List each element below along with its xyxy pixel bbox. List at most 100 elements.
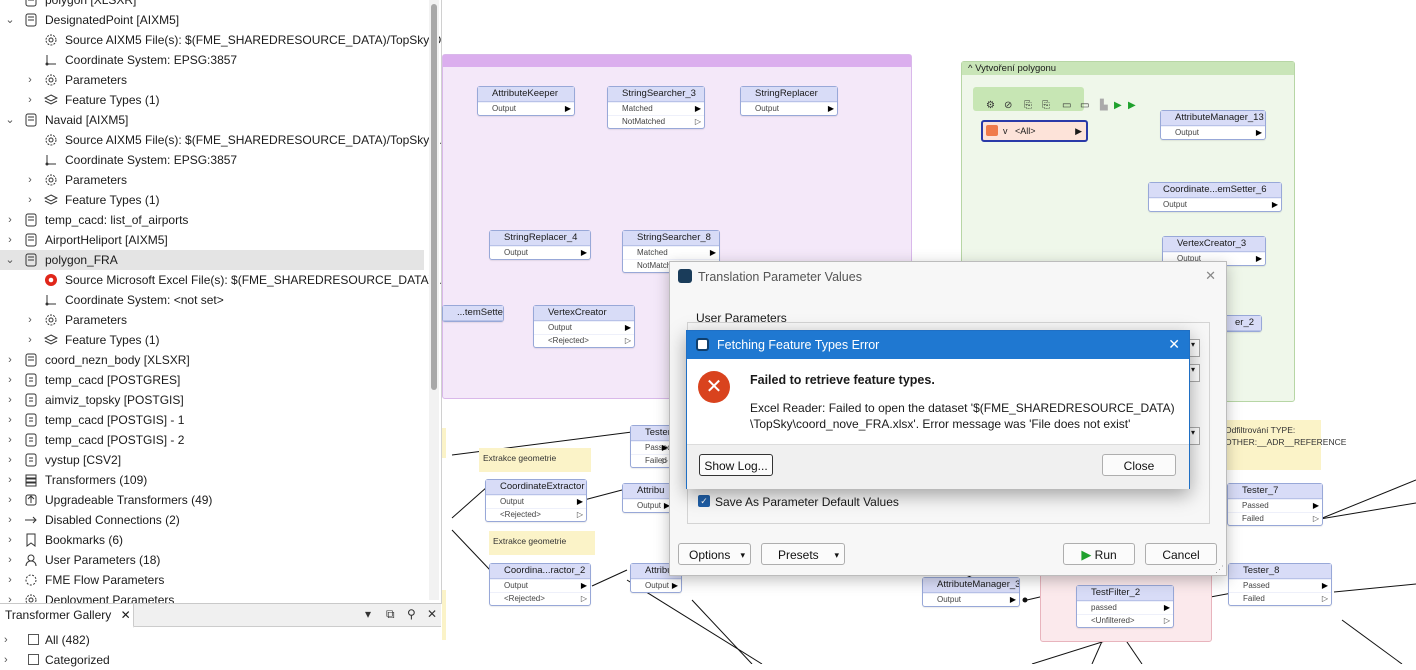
tree-item[interactable]: polygon [XLSXR]	[0, 0, 424, 10]
output-port-icon[interactable]: ▶	[1075, 126, 1082, 136]
resize-grip-icon[interactable]: ⋰	[1215, 564, 1224, 574]
tree-item[interactable]: Source Microsoft Excel File(s): $(FME_SH…	[0, 270, 441, 290]
chevron-down-icon[interactable]: v	[1003, 126, 1008, 136]
chevron-right-icon[interactable]: ›	[8, 414, 12, 426]
chevron-right-icon[interactable]: ›	[8, 494, 12, 506]
folder-icon[interactable]: ▭	[1062, 100, 1072, 111]
transformer-node[interactable]: ...temSetter	[442, 305, 504, 322]
chevron-right-icon[interactable]: ›	[28, 94, 32, 106]
chevron-right-icon[interactable]: ›	[28, 314, 32, 326]
gallery-item-all[interactable]: › All (482)	[0, 630, 440, 650]
options-button[interactable]: Options ▾	[678, 543, 751, 565]
tree-item[interactable]: Coordinate System: <not set>	[0, 290, 424, 310]
output-port[interactable]: Failed	[1228, 512, 1322, 525]
duplicate-icon[interactable]: ⎘	[1042, 100, 1050, 111]
chevron-down-icon[interactable]: ⌄	[5, 14, 15, 26]
transformer-node[interactable]: StringSearcher_8MatchedNotMatched	[622, 230, 720, 273]
chevron-right-icon[interactable]: ›	[4, 654, 8, 666]
tree-item[interactable]: ›temp_cacd: list_of_airports	[0, 210, 424, 230]
transformer-node[interactable]: er_2	[1220, 315, 1262, 332]
tree-item[interactable]: ›temp_cacd [POSTGRES]	[0, 370, 424, 390]
chevron-right-icon[interactable]: ›	[8, 534, 12, 546]
close-icon[interactable]: ✕	[1168, 336, 1180, 352]
tree-item[interactable]: ›Disabled Connections (2)	[0, 510, 424, 530]
bookmark-header[interactable]: ^ Vytvoření polygonu	[962, 62, 1294, 75]
chevron-right-icon[interactable]: ›	[28, 194, 32, 206]
cache-icon[interactable]: ▙	[1100, 100, 1108, 111]
chevron-right-icon[interactable]: ›	[8, 574, 12, 586]
chevron-right-icon[interactable]: ›	[8, 474, 12, 486]
tree-item[interactable]: ›AirportHeliport [AIXM5]	[0, 230, 424, 250]
tree-item[interactable]: ›User Parameters (18)	[0, 550, 424, 570]
tree-item[interactable]: Source AIXM5 File(s): $(FME_SHAREDRESOUR…	[0, 30, 441, 50]
output-port[interactable]: Output	[623, 499, 673, 512]
annotation[interactable]: Odfiltrování TYPE: OTHER:__ADR__REFERENC…	[1221, 420, 1346, 470]
tree-item[interactable]: ›Transformers (109)	[0, 470, 424, 490]
show-log-button[interactable]: Show Log...	[699, 454, 773, 476]
gear-icon[interactable]: ⚙	[986, 100, 995, 111]
tree-item[interactable]: ›temp_cacd [POSTGIS] - 1	[0, 410, 424, 430]
annotation-strip[interactable]	[442, 590, 446, 640]
tree-item[interactable]: Source AIXM5 File(s): $(FME_SHAREDRESOUR…	[0, 130, 441, 150]
tree-item[interactable]: ›Deployment Parameters	[0, 590, 424, 604]
output-port[interactable]: Output	[486, 495, 586, 508]
chevron-right-icon[interactable]: ›	[8, 354, 12, 366]
chevron-down-icon[interactable]: ⌄	[5, 114, 15, 126]
navigator-scrollbar-thumb[interactable]	[431, 4, 437, 390]
output-port[interactable]: Failed	[1229, 592, 1331, 605]
annotation[interactable]: Extrakce geometrie	[479, 448, 591, 472]
output-port[interactable]: Passed	[1228, 499, 1322, 512]
tree-item[interactable]: ⌄polygon_FRA	[0, 250, 424, 270]
navigator-scrollbar[interactable]	[429, 0, 439, 600]
output-port[interactable]: Passed	[1229, 579, 1331, 592]
output-port[interactable]: Matched	[623, 246, 719, 259]
close-icon[interactable]: ✕	[1205, 268, 1216, 283]
tree-item[interactable]: Coordinate System: EPSG:3857	[0, 150, 424, 170]
gallery-item-categorized[interactable]: › Categorized	[0, 650, 440, 670]
chevron-right-icon[interactable]: ›	[8, 554, 12, 566]
output-port[interactable]: Passed	[631, 441, 672, 454]
tree-item[interactable]: ›aimviz_topsky [POSTGIS]	[0, 390, 424, 410]
run-to-icon[interactable]: ▶	[1114, 100, 1122, 111]
tree-item[interactable]: ›coord_nezn_body [XLSXR]	[0, 350, 424, 370]
chevron-down-icon[interactable]: ⌄	[5, 254, 15, 266]
tree-item[interactable]: Coordinate System: EPSG:3857	[0, 50, 424, 70]
tree-item[interactable]: ›Feature Types (1)	[0, 90, 424, 110]
output-port[interactable]: Output	[631, 579, 681, 592]
tree-item[interactable]: ›Bookmarks (6)	[0, 530, 424, 550]
chevron-right-icon[interactable]: ›	[8, 394, 12, 406]
close-button[interactable]: Close	[1102, 454, 1176, 476]
disable-icon[interactable]: ⊘	[1004, 100, 1013, 111]
error-dialog-titlebar[interactable]	[687, 331, 1189, 359]
output-port[interactable]: Output	[490, 579, 590, 592]
tree-item[interactable]: ›temp_cacd [POSTGIS] - 2	[0, 430, 424, 450]
output-port[interactable]: Output	[1149, 198, 1281, 211]
chevron-right-icon[interactable]: ›	[28, 74, 32, 86]
output-port[interactable]: Output	[1163, 252, 1265, 265]
pin-icon[interactable]: ⚲	[407, 607, 416, 621]
collapse-icon[interactable]: ^	[968, 63, 973, 74]
output-port[interactable]: <Rejected>	[486, 508, 586, 521]
chevron-right-icon[interactable]: ›	[8, 214, 12, 226]
run-button[interactable]: ▶ Run	[1063, 543, 1135, 565]
transformer-node[interactable]: TesterPassedFailed	[630, 425, 672, 468]
output-port[interactable]: passed	[1077, 601, 1173, 614]
dropdown-icon[interactable]: ▾	[365, 607, 372, 621]
output-port[interactable]: Output	[490, 246, 590, 259]
output-port[interactable]: NotMatched	[608, 115, 704, 128]
chevron-right-icon[interactable]: ›	[8, 454, 12, 466]
tree-item[interactable]: ›FME Flow Parameters	[0, 570, 424, 590]
chevron-right-icon[interactable]: ›	[8, 234, 12, 246]
output-port[interactable]: <Unfiltered>	[1077, 614, 1173, 627]
chevron-right-icon[interactable]: ›	[28, 334, 32, 346]
run-from-icon[interactable]: ▶	[1128, 100, 1136, 111]
